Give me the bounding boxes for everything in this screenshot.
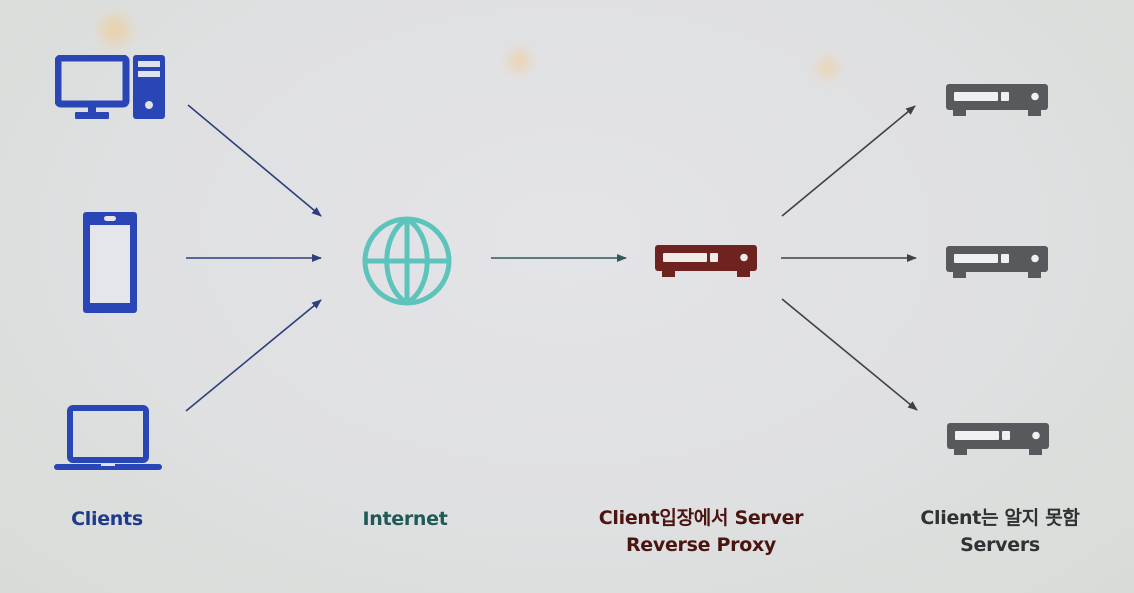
server-1-icon [945,83,1049,117]
servers-label-line2: Servers [960,534,1040,556]
reverse-proxy-label-line1: Client입장에서 Server [598,507,804,529]
arrow-laptop-to-internet [185,299,322,412]
internet-label: Internet [362,508,448,530]
arrow-proxy-to-server-1 [781,105,916,217]
servers-label: Client는 알지 못함 Servers [920,505,1080,559]
smartphone-icon [81,210,139,315]
clients-label: Clients [71,508,143,530]
reverse-proxy-label-line2: Reverse Proxy [625,534,777,556]
arrow-desktop-to-internet [187,104,322,217]
laptop-icon [53,404,163,474]
server-3-icon [946,422,1050,456]
servers-label-line1: Client는 알지 못함 [920,507,1080,529]
reverse-proxy-label: Client입장에서 Server Reverse Proxy [598,505,804,559]
desktop-computer-icon [54,54,167,121]
arrow-proxy-to-server-3 [781,298,918,411]
reverse-proxy-server-icon [654,244,758,278]
globe-icon [360,215,454,307]
server-2-icon [945,245,1049,279]
